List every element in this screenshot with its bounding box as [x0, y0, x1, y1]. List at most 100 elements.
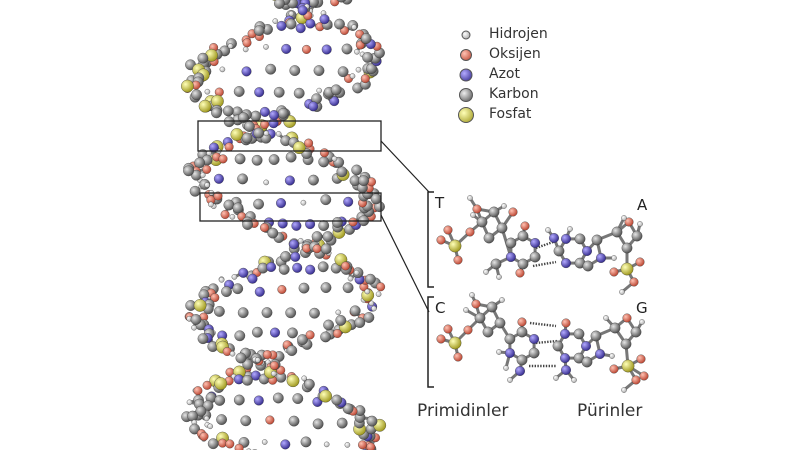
carbon-atom: [286, 345, 298, 356]
nitrogen-atom-icon: [459, 68, 473, 82]
hydrogen-atom: [254, 357, 261, 363]
base-pair-highlight-box-bottom: [199, 192, 382, 222]
carbon-atom: [591, 234, 603, 246]
carbon-atom: [297, 334, 308, 345]
carbon-atom: [365, 273, 376, 285]
oxygen-atom-icon: [460, 49, 472, 61]
hydrogen-atom: [263, 130, 270, 137]
hydrogen-atom: [344, 442, 351, 448]
nitrogen-atom: [560, 353, 570, 364]
legend-label-oxygen: Oksijen: [489, 46, 541, 62]
hydrogen-atom: [207, 423, 213, 430]
oxygen-atom: [609, 267, 619, 277]
nitrogen-atom: [238, 267, 249, 278]
nitrogen-atom: [241, 66, 252, 77]
carbon-atom: [252, 326, 263, 338]
hydrogen-atom: [603, 315, 609, 321]
hydrogen-atom: [323, 441, 330, 448]
base-label-guanine: G: [636, 299, 648, 317]
carbon-atom: [342, 282, 354, 294]
carbon-atom: [609, 322, 621, 334]
carbon-atom: [320, 194, 332, 206]
carbon-atom: [211, 107, 222, 119]
oxygen-atom: [234, 443, 244, 450]
phosphate-atom: [448, 336, 462, 350]
oxygen-atom: [199, 431, 209, 441]
carbon-atom: [330, 84, 342, 96]
oxygen-atom: [472, 204, 482, 214]
oxygen-atom: [465, 227, 475, 237]
carbon-atom: [304, 378, 315, 390]
oxygen-atom: [471, 299, 481, 309]
nitrogen-atom: [276, 198, 286, 209]
carbon-atom: [620, 338, 632, 350]
hydrogen-atom: [301, 375, 307, 382]
hydrogen-atom: [231, 274, 238, 280]
oxygen-atom: [520, 221, 530, 231]
legend-label-nitrogen: Azot: [489, 66, 520, 82]
nitrogen-atom: [259, 106, 270, 117]
nitrogen-atom: [595, 349, 605, 359]
carbon-atom: [496, 222, 508, 234]
carbon-atom: [309, 307, 320, 319]
carbon-atom: [233, 86, 245, 97]
carbon-atom: [298, 282, 310, 294]
hydrogen-atom: [261, 439, 268, 445]
hydrogen-atom: [347, 275, 354, 282]
carbon-atom: [289, 65, 301, 76]
oxygen-atom: [260, 120, 270, 129]
oxygen-atom: [508, 207, 518, 217]
oxygen-atom: [220, 210, 230, 219]
carbon-atom: [251, 154, 263, 166]
oxygen-atom: [609, 364, 619, 374]
base-pair-t-a-molecule: [436, 195, 645, 295]
hydrogen-atom: [571, 377, 577, 383]
hydrogen-atom: [354, 49, 360, 55]
phosphate-atom: [198, 99, 212, 113]
carbon-atom: [335, 315, 347, 326]
carbon-atom: [529, 251, 541, 263]
oxygen-atom: [312, 244, 322, 254]
bracket-bottom: [427, 296, 434, 388]
carbon-atom: [237, 173, 248, 185]
carbon-atom: [300, 436, 312, 448]
oxygen-atom: [269, 361, 279, 370]
hydrogen-atom: [227, 43, 234, 49]
carbon-atom: [242, 219, 253, 230]
hydrogen-atom: [364, 288, 371, 295]
carbon-atom: [483, 232, 495, 244]
carbon-atom: [582, 260, 594, 272]
carbon-atom: [272, 392, 284, 404]
hydrogen-atom: [355, 66, 362, 73]
nitrogen-atom: [284, 175, 295, 186]
hydrogen-atom: [229, 214, 236, 220]
oxygen-atom: [242, 38, 252, 48]
nitrogen-atom: [308, 101, 319, 112]
nitrogen-atom: [292, 262, 303, 273]
oxygen-atom: [358, 440, 367, 450]
oxygen-atom: [202, 164, 212, 174]
carbon-atom: [285, 307, 297, 319]
phosphate-atom: [286, 374, 300, 388]
carbon-atom: [253, 198, 264, 210]
carbon-atom: [317, 261, 329, 273]
nitrogen-atom: [582, 246, 592, 256]
hydrogen-atom: [204, 88, 211, 95]
oxygen-atom: [561, 318, 571, 328]
carbon-atom: [313, 65, 325, 76]
nitrogen-atom: [549, 233, 559, 243]
oxygen-atom: [436, 334, 446, 344]
carbon-atom: [336, 0, 347, 3]
carbon-atom: [552, 340, 564, 352]
carbon-atom: [235, 352, 247, 364]
oxygen-atom: [202, 380, 212, 390]
carbon-atom: [292, 393, 304, 404]
oxygen-atom: [304, 138, 314, 148]
carbon-atom: [494, 317, 506, 329]
carbon-atom: [268, 154, 280, 165]
base-label-adenine: A: [637, 196, 648, 214]
hydrogen-atom: [499, 297, 505, 303]
carbon-atom: [349, 305, 361, 317]
oxygen-atom: [376, 282, 386, 292]
hydrogen-atom: [204, 182, 210, 188]
